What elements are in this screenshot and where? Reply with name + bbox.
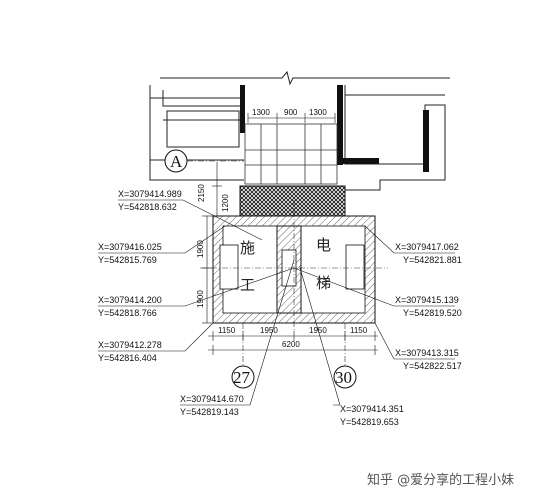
grid-bubble-a: A <box>164 149 244 173</box>
coord-1-x: X=3079414.989 <box>118 189 182 199</box>
coord-5-y: Y=542819.143 <box>180 407 239 417</box>
room-char-dian: 电 <box>316 236 331 254</box>
dim-top-1: 1300 <box>252 108 270 117</box>
coord-3-x: X=3079414.200 <box>98 295 162 305</box>
coord-2-y: Y=542815.769 <box>98 255 157 265</box>
elevator-foundation <box>200 200 388 330</box>
room-char-ti: 梯 <box>316 274 331 292</box>
coord-7-y: Y=542821.881 <box>403 255 462 265</box>
leader-lines <box>98 199 455 406</box>
dim-bottom-2: 1950 <box>260 326 278 335</box>
coord-9-x: X=3079413.315 <box>395 348 459 358</box>
coord-6-x: X=3079414.351 <box>340 404 404 414</box>
coord-9-y: Y=542822.517 <box>403 361 462 371</box>
coord-1-y: Y=542818.632 <box>118 202 177 212</box>
existing-building <box>149 70 450 191</box>
dim-left-1200: 1200 <box>221 194 230 212</box>
landing-platform <box>244 123 338 185</box>
dim-left-2150: 2150 <box>197 184 206 202</box>
dim-bottom-4: 1150 <box>350 326 368 335</box>
dim-top-2: 900 <box>284 108 298 117</box>
watermark: 知乎 @爱分享的工程小妹 <box>367 472 514 488</box>
dim-total: 6200 <box>282 340 300 349</box>
coord-7-x: X=3079417.062 <box>395 242 459 252</box>
coord-5-x: X=3079414.670 <box>180 394 244 404</box>
shear-walls <box>240 85 429 172</box>
svg-text:30: 30 <box>335 368 352 387</box>
coord-4-x: X=3079412.278 <box>98 340 162 350</box>
svg-text:A: A <box>170 152 183 171</box>
room-char-shi: 施 <box>240 239 255 257</box>
dim-left-1900b: 1900 <box>196 290 205 308</box>
beam-strip <box>239 185 346 217</box>
grid-bubble-27: 27 <box>231 323 255 389</box>
coord-4-y: Y=542816.404 <box>98 353 157 363</box>
dim-bottom-1: 1150 <box>218 326 236 335</box>
coord-8-y: Y=542819.520 <box>403 308 462 318</box>
dim-top-3: 1300 <box>309 108 327 117</box>
coord-6-y: Y=542819.653 <box>340 417 399 427</box>
grid-bubble-30: 30 <box>333 323 357 389</box>
room-char-gong: 工 <box>240 276 255 294</box>
top-dimension-chain <box>247 113 336 123</box>
coord-3-y: Y=542818.766 <box>98 308 157 318</box>
coord-8-x: X=3079415.139 <box>395 295 459 305</box>
coord-2-x: X=3079416.025 <box>98 242 162 252</box>
left-dimension-chain <box>202 162 222 324</box>
svg-text:27: 27 <box>233 368 251 387</box>
dim-left-1900a: 1900 <box>196 240 205 258</box>
